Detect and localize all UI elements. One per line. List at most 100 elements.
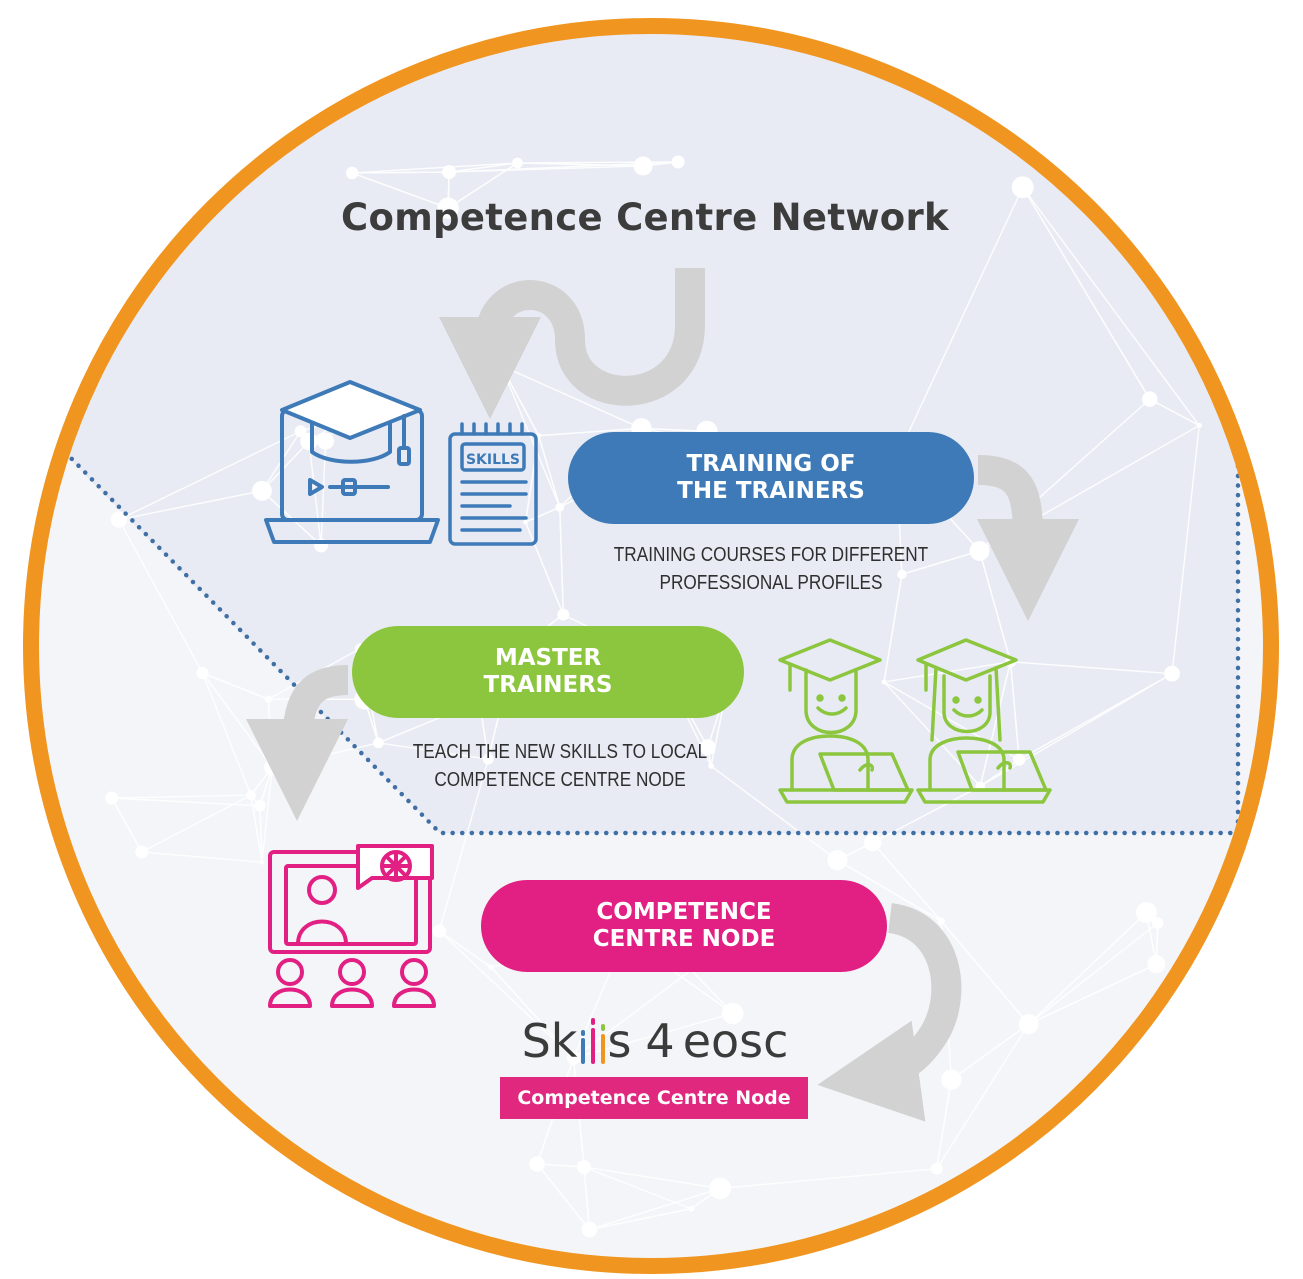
network-mesh-line [438, 758, 489, 932]
training-desc-line1: TRAINING COURSES FOR DIFFERENT [613, 544, 929, 566]
master-trainers-pill: MASTER TRAINERS [352, 626, 744, 718]
network-mesh-node [930, 1162, 943, 1175]
network-mesh-line [537, 1163, 585, 1168]
network-mesh-node [252, 480, 272, 501]
network-mesh-line [872, 785, 981, 844]
logo-text-eosc: eosc [682, 1014, 789, 1068]
network-mesh-line [525, 506, 561, 523]
flow-arrow-top [438, 268, 705, 420]
network-mesh-node [196, 666, 209, 680]
male-graduate-laptop-icon [778, 638, 914, 804]
network-mesh-node [721, 1002, 744, 1025]
master-trainers-description: TEACH THE NEW SKILLS TO LOCAL COMPETENCE… [362, 738, 758, 794]
network-mesh-node [566, 1051, 581, 1065]
network-mesh-line [872, 842, 942, 922]
network-mesh-node [941, 1069, 962, 1090]
network-mesh-line [111, 794, 251, 799]
network-mesh-node [699, 739, 716, 756]
logo-badge: Competence Centre Node [500, 1077, 808, 1119]
network-mesh-node [709, 1177, 732, 1200]
network-mesh-node [827, 849, 848, 871]
network-mesh-line [378, 742, 489, 760]
flow-arrow-bottom [817, 903, 962, 1122]
network-mesh-node [864, 834, 882, 852]
network-mesh-node [581, 1221, 598, 1238]
network-mesh-node [263, 758, 281, 776]
network-mesh-node [264, 695, 272, 703]
network-mesh-node [671, 155, 685, 169]
network-mesh-node [1135, 902, 1157, 923]
network-mesh-line [524, 521, 564, 615]
network-mesh-line [901, 550, 980, 575]
master-desc-line1: TEACH THE NEW SKILLS TO LOCAL [412, 741, 708, 763]
master-trainers-label-line2: TRAINERS [483, 672, 613, 698]
network-mesh-line [308, 441, 322, 546]
training-of-trainers-description: TRAINING COURSES FOR DIFFERENT PROFESSIO… [572, 541, 969, 597]
skills-notepad-icon [448, 422, 538, 546]
network-mesh-node [110, 511, 128, 528]
network-mesh-node [633, 156, 653, 176]
network-mesh-node [1142, 391, 1158, 407]
network-mesh-line [448, 162, 518, 173]
network-mesh-line [936, 1079, 953, 1169]
network-mesh-node [969, 540, 990, 561]
network-mesh-line [118, 430, 301, 521]
network-mesh-node [294, 425, 307, 438]
skills-notepad-label: SKILLS [466, 452, 520, 468]
network-mesh-line [979, 673, 1173, 787]
network-mesh-node [488, 964, 494, 970]
network-mesh-line [950, 1023, 1030, 1081]
network-mesh-line [352, 162, 518, 174]
training-of-trainers-pill: TRAINING OF THE TRAINERS [568, 432, 974, 524]
network-mesh-line [589, 1208, 692, 1231]
network-mesh-node [557, 608, 570, 621]
node-label-line2: CENTRE NODE [592, 926, 776, 952]
network-mesh-line [583, 1167, 591, 1230]
network-mesh-line [1010, 661, 1173, 675]
network-mesh-node [1196, 422, 1202, 429]
network-mesh-line [1028, 911, 1147, 1025]
network-mesh-line [837, 859, 942, 922]
network-mesh-node [708, 763, 714, 769]
network-mesh-line [1171, 425, 1200, 674]
network-mesh-line [202, 672, 269, 700]
network-mesh-line [1028, 922, 1159, 1025]
network-mesh-line [1022, 186, 1200, 426]
network-mesh-line [895, 186, 1024, 460]
network-mesh-line [490, 966, 575, 1059]
network-mesh-node [372, 737, 384, 749]
network-mesh-line [641, 427, 707, 433]
graduation-laptop-icon [264, 380, 440, 544]
network-mesh-node [555, 502, 565, 512]
network-mesh-node [1018, 1014, 1039, 1035]
network-mesh-line [111, 797, 143, 853]
network-mesh-line [1009, 661, 1020, 760]
webinar-screen-icon [268, 844, 434, 954]
logo-text-s: s [607, 1014, 632, 1068]
network-mesh-line [538, 435, 561, 508]
network-mesh-line [573, 1012, 733, 1059]
flow-arrow-left [245, 665, 349, 822]
network-mesh-line [589, 1187, 721, 1231]
network-mesh-line [710, 765, 838, 861]
network-mesh-node [1011, 176, 1034, 199]
network-mesh-line [118, 490, 263, 521]
network-mesh-node [1164, 665, 1180, 682]
network-mesh-node [512, 157, 523, 169]
network-mesh-line [559, 507, 564, 615]
network-mesh-line [351, 172, 449, 209]
competence-centre-node-pill: COMPETENCE CENTRE NODE [481, 880, 887, 972]
network-boundary-dotted-line [62, 432, 1241, 836]
network-mesh-node [881, 679, 887, 685]
network-mesh-node [317, 432, 334, 450]
network-mesh-node [105, 791, 119, 805]
network-mesh-node [529, 1156, 545, 1172]
network-mesh-line [111, 797, 260, 807]
network-mesh-line [1149, 398, 1200, 427]
network-mesh-line [118, 519, 204, 674]
network-mesh-node [437, 197, 459, 219]
logo-text-4: 4 [645, 1014, 675, 1068]
training-of-trainers-label-line2: THE TRAINERS [677, 478, 865, 504]
network-mesh-line [449, 165, 644, 173]
